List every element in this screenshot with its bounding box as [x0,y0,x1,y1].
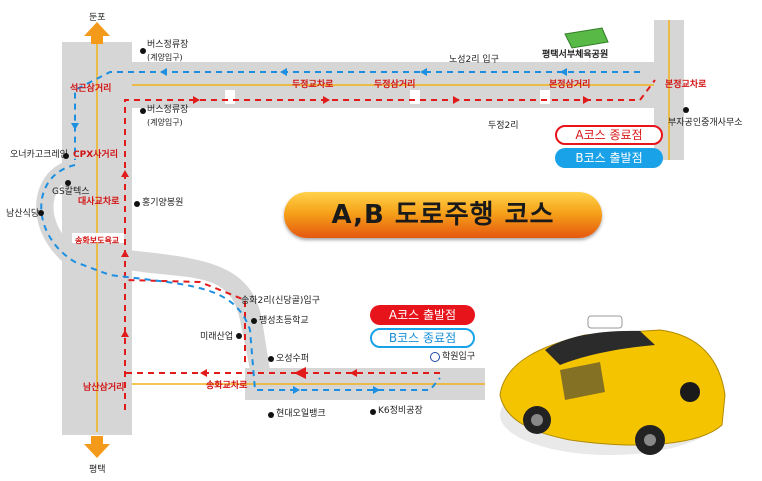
place-bus-mid-sub: (계양입구) [147,118,183,127]
place-hyundai: 현대오일뱅크 [276,409,326,419]
road-label-bonjeong-three: 본정삼거리 [549,80,591,90]
road-west-curve [36,160,80,268]
namsan-food-marker [38,210,44,216]
legend-a-start: A코스 출발점 [370,305,475,325]
place-onnuri: 오너카고크레인 [10,150,68,160]
route-b-arrows [71,68,567,394]
crosswalks [72,90,550,243]
legend-b-start: B코스 출발점 [555,148,663,168]
realty-marker [683,107,689,113]
taxi-car-icon [499,315,726,455]
paengseong-marker [251,318,257,324]
road-label-dujeong-three: 두정삼거리 [374,80,416,90]
south-arrow-icon [84,436,110,458]
park-icon [564,27,609,49]
academy-logo-icon [430,352,440,362]
north-direction-label: 둔포 [89,13,106,23]
route-a-arrows [121,96,590,377]
road-label-daesa: 대사교차로 [78,197,120,207]
place-realty: 부자공인중개사무소 [668,118,743,128]
road-mid-curve [128,250,270,370]
road-label-songhwa-inter: 송화교차로 [206,381,248,391]
place-nosung: 노성2리 입구 [449,55,499,65]
place-bus-top: 버스정류장 [147,40,189,50]
road-label-songhwa-bridge: 송화보도육교 [75,236,120,245]
page-title: A,B 도로주행 코스 [331,200,555,230]
place-park: 평택서부체육공원 [542,50,609,60]
gs-marker [65,180,71,186]
bus-stop-top-marker [140,48,146,54]
ohsung-marker [268,356,274,362]
place-academy: 학원입구 [442,352,476,362]
road-label-dujeong-inter: 두정교차로 [292,80,334,90]
road-label-cpx: CPX사거리 [73,150,118,160]
legend-a-end: A코스 종료점 [555,125,663,145]
place-ohsung: 오성수퍼 [276,354,310,364]
place-bus-top-sub: (계양입구) [147,53,183,62]
place-namsan-food: 남산식당 [6,209,40,219]
north-arrow-icon [84,22,110,44]
place-paengseong: 팽성초등학교 [259,316,309,326]
place-k6: K6정비공장 [378,406,423,416]
road-label-namsan: 남산삼거리 [83,383,125,393]
bus-stop-mid-marker [140,108,146,114]
honggi-marker [134,201,140,207]
road-label-bonjeong-inter: 본정교차로 [665,80,707,90]
legend-b-end: B코스 종료점 [370,328,475,348]
mirae-marker [236,333,242,339]
k6-marker [370,409,376,415]
hyundai-marker [268,412,274,418]
onnuri-marker [63,153,69,159]
road-label-seokgeum: 석근삼거리 [70,84,112,94]
direction-arrows [84,22,110,458]
place-honggi: 홍기양봉원 [142,198,184,208]
route-b-path [40,71,640,391]
place-songhwa2: 송화2리(신당골)입구 [241,296,320,306]
title-banner: A,B 도로주행 코스 [284,192,602,238]
place-gs: GS칼텍스 [52,187,90,197]
place-mirae: 미래산업 [200,332,234,342]
south-direction-label: 평택 [89,465,106,475]
place-dujeong2: 두정2리 [488,121,519,131]
place-bus-mid: 버스정류장 [147,105,189,115]
